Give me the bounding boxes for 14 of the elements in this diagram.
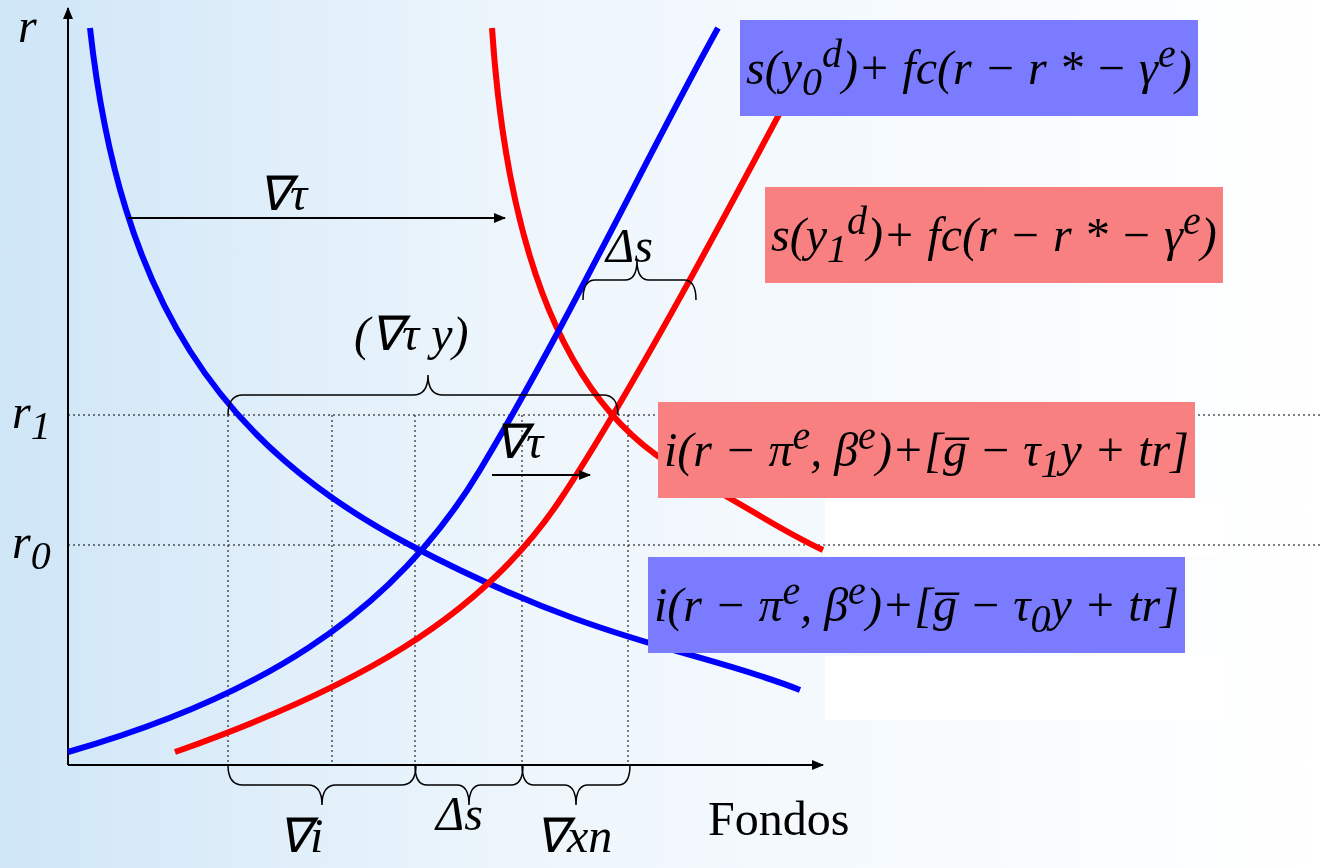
variable-label: ∇i — [278, 812, 324, 860]
variable-label: Δs — [606, 222, 653, 270]
axis-title: Fondos — [708, 795, 850, 843]
formula-box: i(r − π$^{e}$, β$^{e}$)+[g̅ − τ$_{0}$y + tr] — [648, 557, 1185, 653]
axis-label: r$_{1}$ — [12, 388, 51, 446]
variable-label: ∇xn — [535, 812, 613, 860]
axis-label: r — [18, 2, 37, 50]
formula-box: s(y$_{1}$$^{d}$)+ fc(r − r * − γ$^{e}$) — [765, 187, 1223, 283]
formula-box: s(y$_{0}$$^{d}$)+ fc(r − r * − γ$^{e}$) — [740, 20, 1198, 116]
variable-label: ∇τ — [258, 170, 308, 218]
axis-label: r$_{0}$ — [12, 518, 51, 576]
formula-box: i(r − π$^{e}$, β$^{e}$)+[g̅ − τ$_{1}$y + tr] — [658, 402, 1195, 498]
variable-label: ∇τ — [494, 418, 544, 466]
variable-label: Δs — [436, 790, 483, 838]
